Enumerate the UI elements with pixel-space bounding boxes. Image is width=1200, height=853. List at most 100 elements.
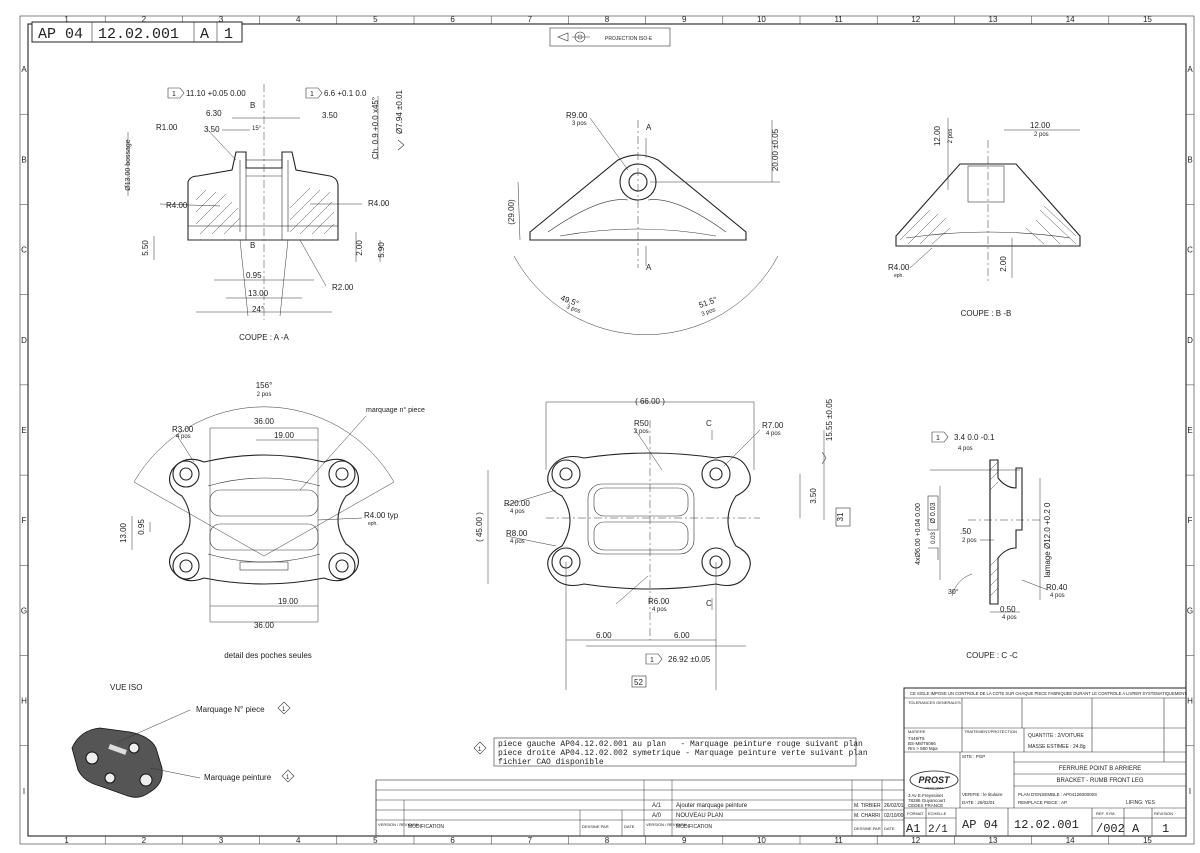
column-number-bottom: 9 — [682, 836, 687, 845]
dim-tc-8: 51.5° — [698, 295, 719, 310]
dim-mn-6: 15.55 ±0.05 — [825, 398, 834, 441]
dim-cc-10: 4 pos — [1050, 593, 1065, 599]
column-number-top: 9 — [682, 15, 687, 24]
column-number-bottom: 1 — [64, 836, 69, 845]
dim-aa-1: 6.6 +0.1 0.0 — [324, 89, 367, 98]
dim-cc-9: R0.40 — [1046, 583, 1068, 592]
tb-address-0: 3 Av E.Freyssinet — [908, 793, 944, 798]
row-letter-right: G — [1187, 606, 1193, 615]
tb-verified: VERIFIE : le titulaire — [962, 792, 1003, 797]
dim-cc-1: 4 pos — [958, 446, 973, 452]
rev-row-0-rev: A/1 — [652, 803, 662, 809]
tb-ref: AP 04 — [962, 818, 998, 832]
rev-header-date: DATE — [624, 824, 635, 829]
row-letter-left: B — [21, 155, 26, 164]
dim-cc-11: 0.50 — [1000, 605, 1016, 614]
dim-aa-14: 0.95 — [246, 271, 262, 280]
column-number-bottom: 15 — [1143, 836, 1152, 845]
row-letter-right: D — [1187, 336, 1193, 345]
tb-ensemble: PLAN D'ENSEMBLE : AP0412600000S — [1018, 792, 1097, 797]
dim-pk-8: 0.95 — [137, 519, 146, 535]
tb-title-fr: FERRURE POINT B ARRIERE — [1059, 766, 1142, 772]
note-line-1: piece droite AP04.12.02.002 symetrique -… — [498, 749, 868, 758]
rev-row-1-mod: NOUVEAU PLAN — [676, 813, 723, 819]
dim-mn-16: C — [706, 599, 712, 608]
column-number-top: 13 — [989, 15, 998, 24]
iso-callout-marking: Marquage N° piece — [196, 705, 265, 714]
iso-callout-num-1: 1 — [282, 707, 286, 713]
section-aa-view: 1 1 11.10 +0.05 0.00 6.6 +0.1 0.0 6.30 3… — [125, 84, 405, 342]
dim-tc-1: 3 pos — [572, 121, 587, 127]
column-number-top: 6 — [450, 15, 455, 24]
note-num: 1 — [478, 747, 482, 753]
dim-pk-7: 13.00 — [119, 522, 128, 543]
tb-scale-label: ECHELLE — [928, 811, 947, 816]
dim-mn-13: 31 — [836, 512, 845, 521]
header-box: AP 04 12.02.001 A 1 — [31, 21, 243, 43]
tb-number: 12.02.001 — [1014, 818, 1079, 832]
tb-company-logo: PROST — [918, 775, 951, 785]
general-note: 1 piece gauche AP04.12.02.001 au plan - … — [473, 737, 868, 767]
dim-bb-2: 12.00 — [1030, 121, 1051, 130]
row-letter-left: E — [21, 426, 26, 435]
iso-callout-num-2: 1 — [286, 775, 290, 781]
dim-aa-12: 2.00 — [355, 240, 364, 256]
dim-mn-0: ( 66.00 ) — [635, 397, 665, 406]
dim-tc-9: 3 pos — [701, 307, 717, 318]
dim-cc-4: 0.03 — [931, 532, 937, 544]
dim-aa-19: B — [250, 241, 255, 250]
column-number-bottom: 13 — [989, 836, 998, 845]
tb-spec: BS-M8/T6066 — [908, 741, 936, 746]
dim-mn-10: R8.00 — [506, 529, 528, 538]
column-number-bottom: 5 — [373, 836, 378, 845]
svg-text:1: 1 — [310, 91, 314, 98]
header-format: A — [200, 26, 209, 43]
dim-mn-14: R6.00 — [648, 597, 670, 606]
dim-aa-16: 24° — [252, 305, 264, 314]
pockets-detail-view: 156° 2 pos 36.00 19.00 R3.00 4 pos marqu… — [119, 381, 425, 660]
dim-aa-11: 5.50 — [141, 240, 150, 256]
dim-mn-20: 52 — [634, 678, 643, 687]
title-block: CE SIGLE IMPOSE UN CONTROLE DE LA COTE S… — [903, 687, 1187, 837]
tb-replace: REMPLACE PIECE : AP. — [1018, 800, 1068, 805]
column-number-top: 12 — [911, 15, 920, 24]
column-number-bottom: 8 — [605, 836, 610, 845]
dim-aa-7: Ch. 0.9 +0.0 x45° — [371, 97, 380, 159]
tb-tolerances: TOLERANCES GENERALES — [908, 700, 961, 705]
svg-text:1: 1 — [936, 435, 940, 442]
dim-mn-7: R20.00 — [504, 499, 530, 508]
dim-aa-9: R4.00 — [166, 201, 188, 210]
dim-cc-0: 3.4 0.0 -0.1 — [954, 433, 995, 442]
note-line-0: piece gauche AP04.12.02.001 au plan - Ma… — [498, 740, 863, 749]
sheet-outer-border — [19, 15, 1195, 845]
dim-mn-19: 26.92 ±0.05 — [668, 655, 711, 664]
dim-aa-8: Ø7.94 ±0.01 — [395, 89, 404, 134]
row-letter-right: F — [1188, 516, 1193, 525]
rev-row-0-designer: M. TIRBIER — [854, 803, 881, 809]
dim-aa-17: R2.00 — [332, 283, 354, 292]
dim-aa-3: 3.50 — [204, 125, 220, 134]
dim-cc-8: lamage Ø12.0 +0.2 0 — [1043, 502, 1052, 577]
rev-row-0-date: 26/02/01 — [884, 803, 904, 809]
dim-cc-12: 4 pos — [1002, 615, 1017, 621]
dim-aa-13: 5.90 — [377, 242, 386, 258]
row-letter-left: G — [21, 606, 27, 615]
dim-pk-11: 19.00 — [278, 597, 299, 606]
dim-mn-9: ( 45.00 ) — [475, 512, 484, 542]
tb-rev-label: REVISION — [1154, 811, 1173, 816]
column-number-top: 7 — [528, 15, 533, 24]
svg-text:1: 1 — [650, 657, 654, 664]
dim-tc-2: A — [646, 123, 652, 132]
dim-tc-4: 20.00 ±0.05 — [771, 128, 780, 171]
rev-row-1-rev: A/0 — [652, 813, 662, 819]
dim-pk-1: 2 pos — [257, 392, 272, 398]
dim-mn-8: 4 pos — [510, 509, 525, 515]
section-bb-title: COUPE : B -B — [961, 309, 1012, 318]
column-number-bottom: 2 — [142, 836, 147, 845]
header-ref: AP 04 — [38, 26, 83, 43]
column-number-bottom: 12 — [911, 836, 920, 845]
